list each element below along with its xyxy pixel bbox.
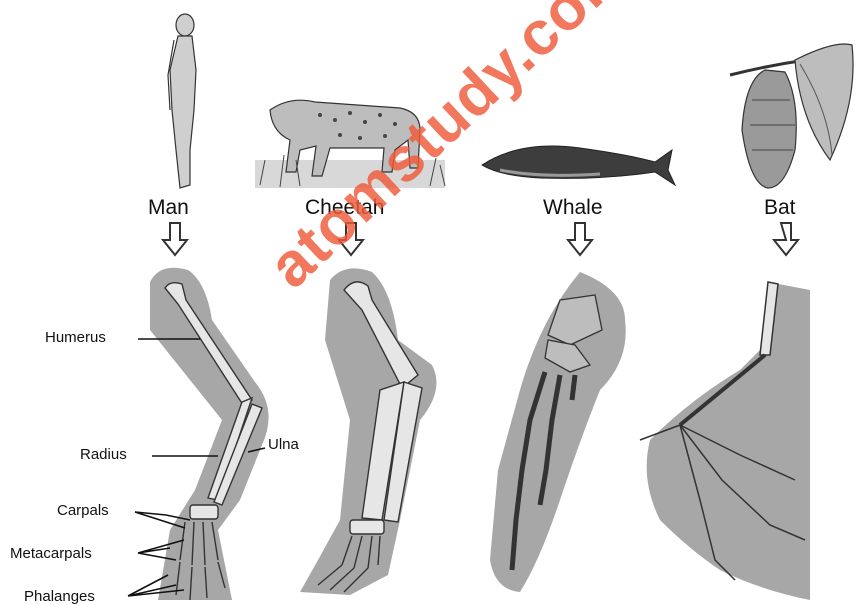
whale-figure (482, 146, 675, 185)
bat-limb (640, 282, 810, 600)
down-arrow-icon (568, 223, 592, 255)
label-carpals: Carpals (57, 502, 109, 519)
label-phalanges: Phalanges (24, 588, 95, 605)
label-radius: Radius (80, 446, 127, 463)
label-humerus: Humerus (45, 329, 106, 346)
man-limb (150, 268, 269, 600)
down-arrow-icon (774, 223, 798, 255)
whale-limb (490, 272, 626, 592)
down-arrow-icon (163, 223, 187, 255)
cheetah-limb (300, 268, 436, 595)
bat-limb-shadow (647, 282, 810, 600)
label-ulna: Ulna (268, 436, 299, 453)
label-metacarpals: Metacarpals (10, 545, 92, 562)
man-figure (168, 14, 196, 188)
bat-figure (730, 44, 853, 188)
label-bat: Bat (764, 196, 796, 220)
label-man: Man (148, 196, 189, 220)
label-whale: Whale (543, 196, 603, 220)
